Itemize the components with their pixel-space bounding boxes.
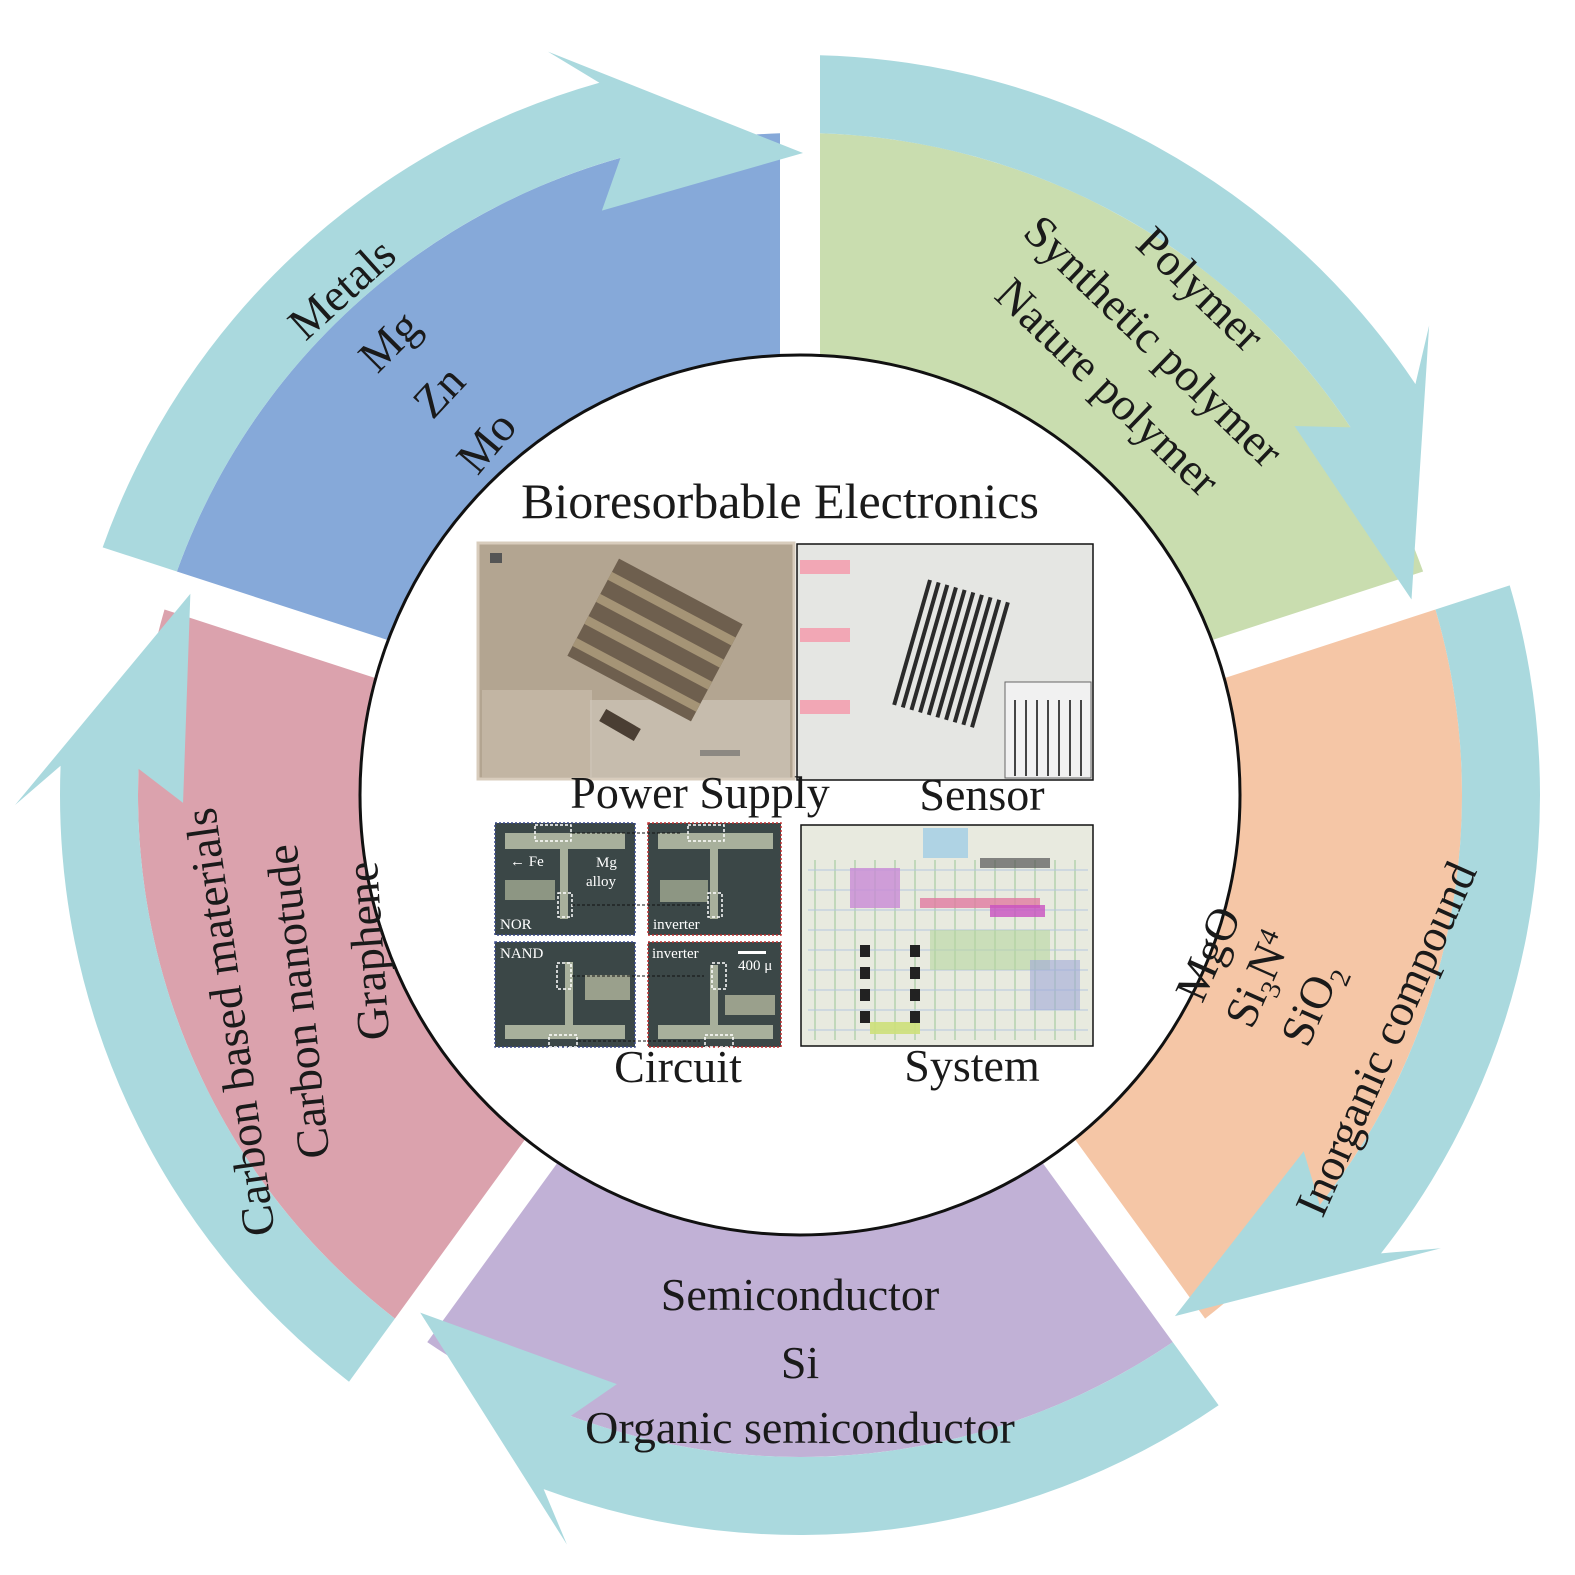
sensor-electrode-line [892, 579, 932, 706]
system-chip-pad [910, 989, 920, 1001]
sensor-electrode-line [970, 601, 1010, 728]
sector-carbon [138, 609, 529, 1319]
circuit-caption: Circuit [614, 1041, 742, 1092]
cycle-arrow-carbon [15, 593, 395, 1382]
sector-inorganic [1071, 609, 1462, 1319]
power-supply-caption: Power Supply [570, 767, 829, 818]
sensor-electrode-line [918, 586, 958, 713]
sector-semiconductor [427, 1158, 1173, 1457]
center-title: Bioresorbable Electronics [521, 473, 1039, 529]
circuit-alloy-label: alloy [586, 874, 616, 890]
system-chip-pad [860, 989, 870, 1001]
system-image [800, 824, 1094, 1047]
sensor-electrode-line [926, 589, 967, 716]
arrows-layer [15, 51, 1540, 1545]
system-chip-pad [910, 1011, 920, 1023]
system-chip-pad [860, 1011, 870, 1023]
semiconductor-heading: Semiconductor [661, 1269, 940, 1320]
system-chip-pad [860, 967, 870, 979]
sensor-electrode-line [952, 596, 993, 723]
circuit-image: ← Fe Mg alloy NOR inverter NAND inverter… [494, 822, 782, 1048]
circuit-inverter-top-label: inverter [653, 917, 700, 933]
sector-polymer [820, 133, 1424, 642]
sensor-electrode-line [961, 599, 1002, 726]
power-supply-image [476, 541, 796, 781]
sensor-electrode-line [900, 581, 941, 708]
sensor-image [796, 543, 1094, 781]
semiconductor-si: Si [781, 1337, 819, 1388]
sensor-electrode-line [935, 591, 976, 718]
system-chip-pad [860, 945, 870, 957]
circuit-inverter-bottom-label: inverter [652, 946, 699, 962]
circuit-scale-label: 400 μ [738, 958, 772, 974]
system-caption: System [904, 1040, 1040, 1091]
cycle-arrow-metals [102, 51, 804, 572]
circuit-mg-label: Mg [596, 855, 617, 871]
circuit-fe-label: ← Fe [510, 854, 544, 870]
cycle-arrow-polymer [820, 55, 1430, 600]
semiconductor-organic: Organic semiconductor [585, 1402, 1015, 1453]
sector-metals [176, 133, 781, 642]
carbon-graphene: Graphene [336, 860, 399, 1042]
cycle-arrow-semiconductor [420, 1312, 1219, 1545]
sensor-electrode-line [944, 594, 984, 721]
circuit-nor-label: NOR [500, 917, 532, 933]
system-chip-pad [910, 945, 920, 957]
sensor-caption: Sensor [919, 769, 1044, 820]
sensor-electrode-line [909, 584, 950, 711]
system-chip-pad [910, 967, 920, 979]
circuit-nand-label: NAND [500, 946, 543, 962]
cycle-arrow-inorganic [1174, 585, 1540, 1317]
sectors-layer [138, 133, 1462, 1457]
carbon-graphene-group: Graphene [336, 860, 399, 1042]
